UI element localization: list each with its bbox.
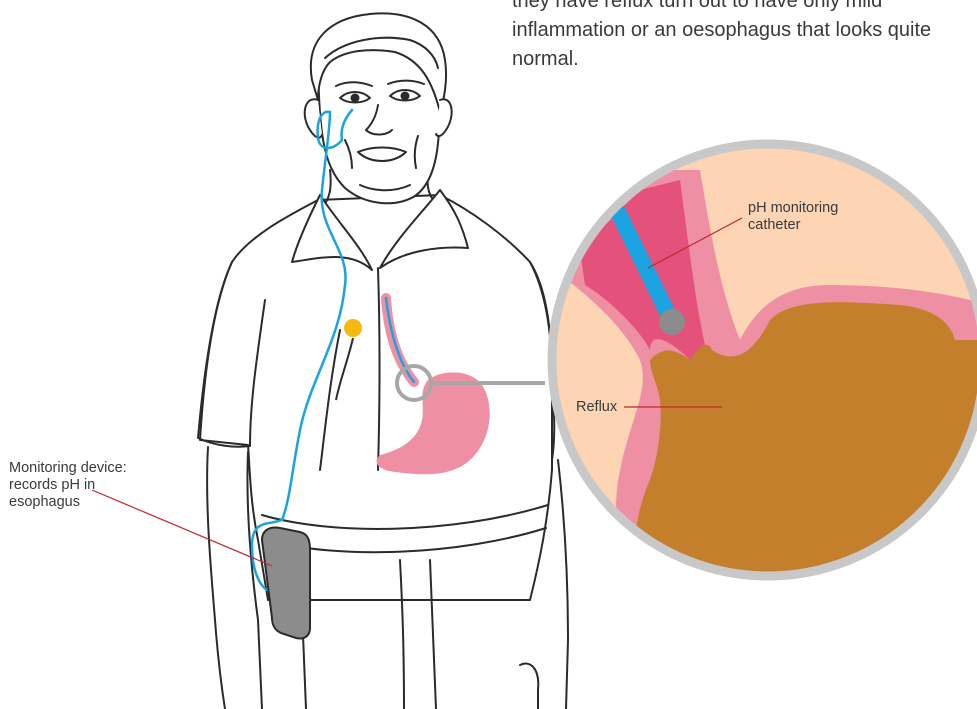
chest-sensor — [344, 319, 362, 337]
reflux-label: Reflux — [576, 399, 617, 416]
monitoring-device — [262, 528, 310, 639]
man-figure — [198, 13, 568, 709]
right-arm — [558, 460, 568, 709]
device-label-line: Monitoring device: — [9, 460, 169, 477]
catheter-label: pH monitoring catheter — [748, 200, 868, 234]
device-label-line: esophagus — [9, 494, 169, 511]
intro-paragraph: they have reflux turn out to have only m… — [512, 0, 972, 74]
device-label-line: records pH in — [9, 477, 169, 494]
monitoring-device-label: Monitoring device: records pH in esophag… — [9, 460, 169, 511]
right-pupil — [402, 93, 409, 100]
left-pupil — [352, 95, 359, 102]
pocket — [520, 664, 538, 709]
catheter-label-line: pH monitoring — [748, 200, 868, 217]
left-arm — [207, 447, 225, 709]
catheter-label-line: catheter — [748, 217, 868, 234]
